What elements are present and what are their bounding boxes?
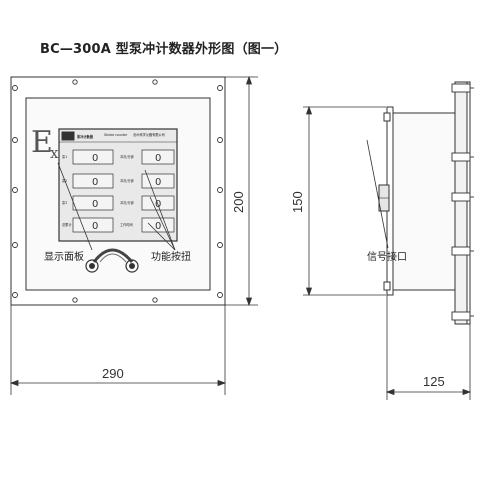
side-view	[378, 81, 474, 325]
callout-function-knob: 功能按扭	[151, 250, 191, 263]
row-left-value: 0	[92, 153, 98, 164]
brand-logo	[61, 131, 75, 141]
row-right-label: 冲次/分钟	[120, 200, 134, 205]
dim-width-290: 290	[102, 366, 124, 381]
display-row: 总累计 0 工作时间 0	[62, 217, 175, 233]
row-right-value: 0	[155, 221, 161, 232]
row-right-value: 0	[155, 177, 161, 188]
side-flange-face	[466, 81, 471, 325]
row-left-label: 泵3	[62, 200, 67, 205]
row-left-label: 泵1	[62, 154, 67, 159]
panel-header-right: 沧州科学仪器有限公司	[133, 132, 165, 137]
page-title: BC—300A 型泵冲计数器外形图（图一）	[40, 42, 288, 57]
front-dimensions	[9, 75, 258, 395]
sensor-gauge	[85, 248, 139, 273]
side-body	[392, 112, 456, 291]
side-flange	[454, 81, 468, 325]
row-left-value: 0	[92, 221, 98, 232]
dim-depth-125: 125	[423, 374, 445, 389]
front-callout-lines	[57, 162, 176, 251]
callout-signal-port: 信号接口	[367, 250, 407, 263]
panel-header-left: 泵冲计数器	[77, 134, 94, 139]
row-right-label: 冲次/分钟	[120, 178, 134, 183]
display-row: 泵20冲次/分钟0	[62, 173, 175, 189]
row-left-value-box	[72, 173, 114, 189]
ex-mark-sub: x	[50, 144, 59, 162]
callout-line-signal-port	[366, 139, 389, 249]
row-right-value-box	[141, 149, 175, 165]
side-bolts	[451, 83, 474, 321]
panel-header-mid: Stroke counter	[104, 133, 128, 137]
row-left-value: 0	[92, 199, 98, 210]
row-left-value-box	[72, 217, 114, 233]
row-right-value-box	[141, 217, 175, 233]
row-right-value-box	[141, 173, 175, 189]
row-right-value-box	[141, 195, 175, 211]
row-right-label: 工作时间	[120, 222, 133, 227]
row-left-value: 0	[92, 177, 98, 188]
row-right-value: 0	[155, 153, 161, 164]
front-flange	[10, 76, 226, 306]
row-right-label: 冲次/分钟	[120, 154, 134, 159]
display-row: 泵1 0 冲次/分钟 0	[62, 149, 175, 165]
side-dimensions	[303, 105, 472, 400]
front-view	[10, 76, 226, 306]
dim-height-150: 150	[290, 191, 305, 213]
row-left-value-box	[72, 149, 114, 165]
ex-mark-main: E	[31, 125, 53, 160]
mounting-holes	[12, 79, 223, 303]
row-left-label: 总累计	[62, 222, 72, 227]
dim-height-200: 200	[231, 191, 246, 213]
row-left-value-box	[72, 195, 114, 211]
callout-display-panel: 显示面板	[44, 250, 84, 263]
